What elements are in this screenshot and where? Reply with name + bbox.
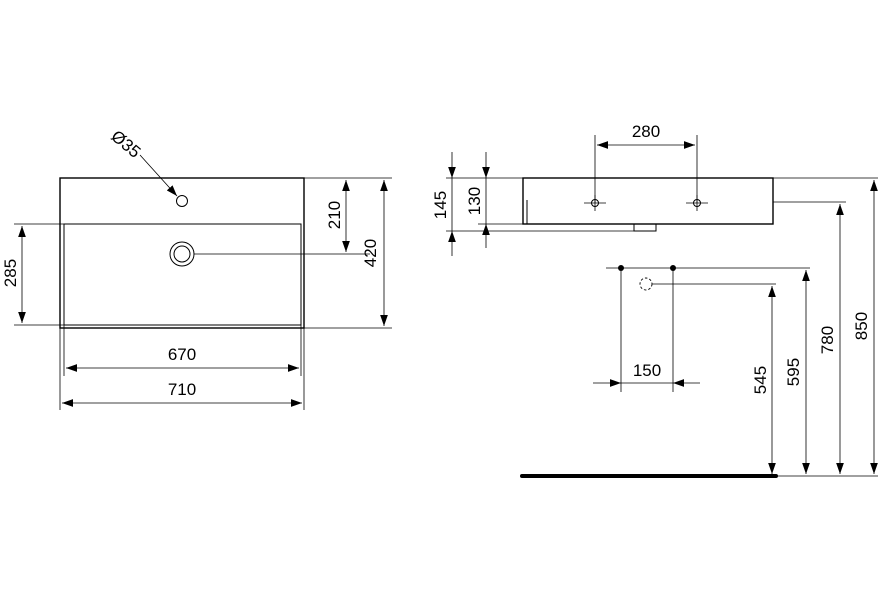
dim-150: 150 [633, 361, 661, 380]
plan-view: Ø35 210 420 285 670 710 [1, 127, 392, 410]
dim-285: 285 [1, 259, 20, 287]
dim-670: 670 [168, 345, 196, 364]
hole-leader [139, 154, 178, 197]
dim-710: 710 [168, 380, 196, 399]
basin-side-profile [522, 177, 774, 225]
drain-stub [633, 223, 657, 232]
dim-130: 130 [465, 187, 484, 215]
dim-280: 280 [632, 122, 660, 141]
dim-145: 145 [431, 191, 450, 219]
drain-inner-icon [173, 245, 191, 263]
dim-850: 850 [852, 312, 871, 340]
dim-420: 420 [361, 239, 380, 267]
side-view: 280 145 130 150 545 [431, 122, 878, 478]
dim-595: 595 [784, 358, 803, 386]
basin-bowl [63, 223, 302, 326]
dim-210: 210 [325, 201, 344, 229]
waste-outlet-icon [639, 277, 653, 291]
tap-hole-icon [176, 195, 188, 207]
hole-diameter-label: Ø35 [107, 127, 144, 162]
dim-780: 780 [818, 326, 837, 354]
dim-545: 545 [751, 366, 770, 394]
basin-outline [59, 177, 305, 329]
